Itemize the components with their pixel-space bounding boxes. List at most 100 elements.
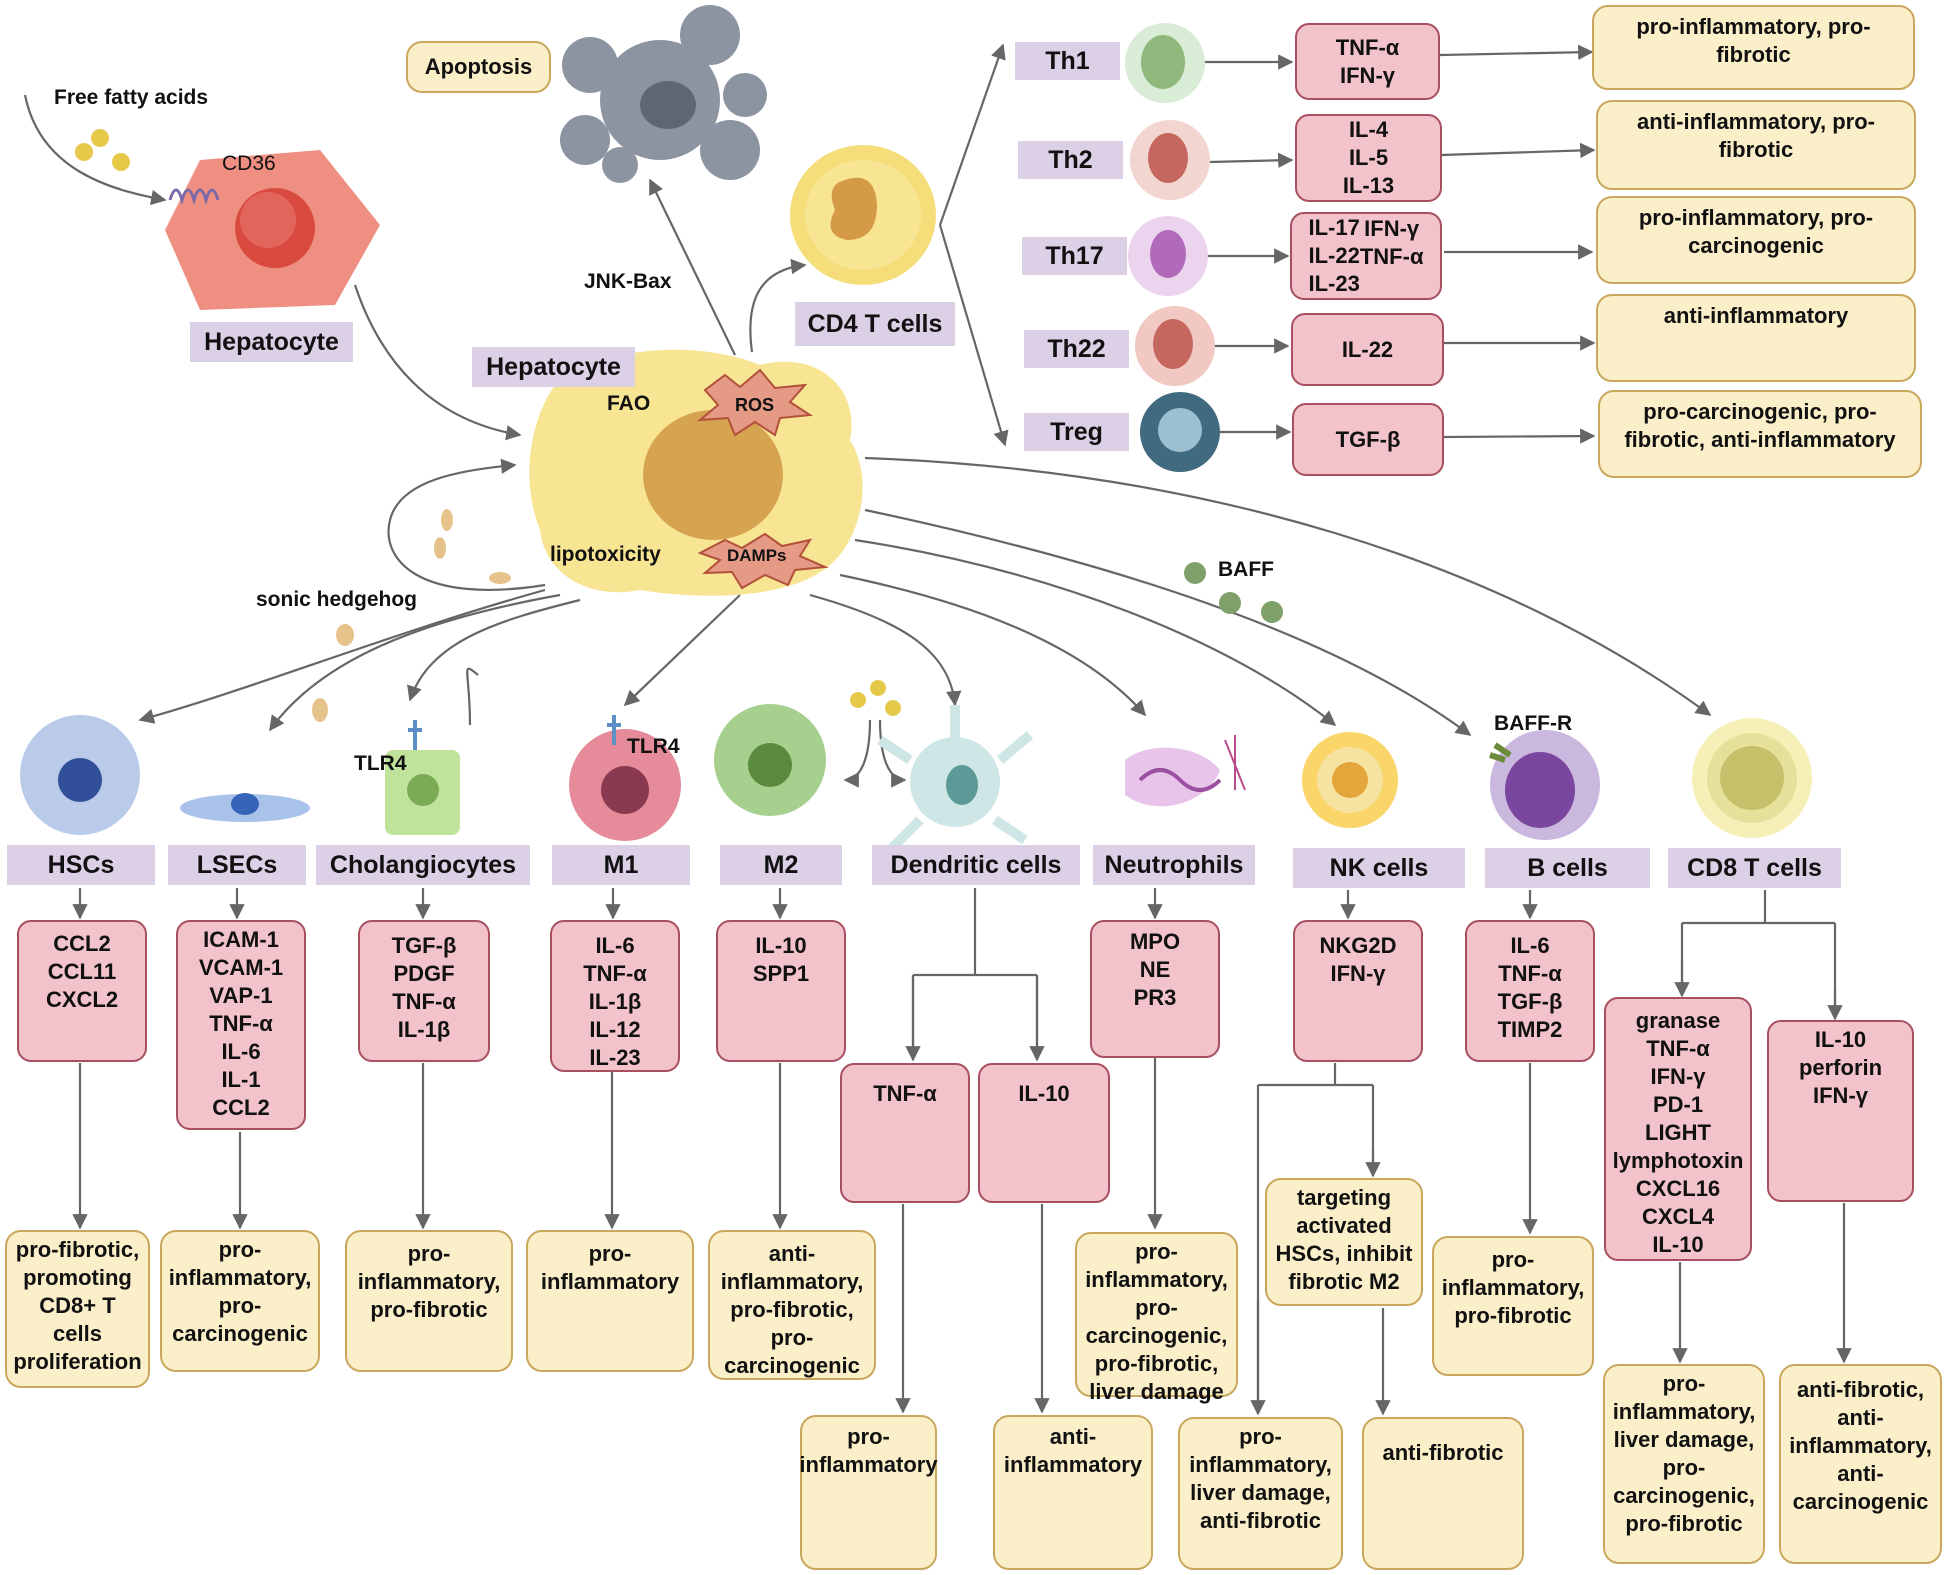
nk-cells-label: NK cells <box>1293 848 1465 888</box>
cd8-left-effect: pro- inflammatory, liver damage, pro- ca… <box>1603 1364 1765 1564</box>
marker: VCAM-1 <box>198 955 284 980</box>
cd8-right-effect: anti-fibrotic, anti- inflammatory, anti-… <box>1779 1364 1942 1564</box>
tlr4-cholangiocyte-label: TLR4 <box>354 752 407 775</box>
marker: LIGHT <box>1645 1120 1711 1145</box>
effect-text: pro-fibrotic, <box>15 1237 140 1262</box>
cytokine: TNF-α <box>1335 34 1400 60</box>
effect-text: pro-fibrotic, <box>730 1297 854 1322</box>
apoptosis-label: Apoptosis <box>424 54 533 79</box>
m1-label: M1 <box>552 845 690 885</box>
marker: CCL2 <box>53 931 111 956</box>
marker: TNF-α <box>209 1011 273 1036</box>
cd36-label: CD36 <box>222 152 276 175</box>
effect-text: inflammatory <box>799 1452 938 1477</box>
effect-text: inflammatory, <box>1085 1267 1228 1292</box>
effect-text: pro- <box>1662 1455 1706 1480</box>
cytokine: TNF-α <box>1359 244 1424 269</box>
effect-text: pro-fibrotic <box>370 1297 488 1322</box>
hscs-markers: CCL2 CCL11 CXCL2 <box>17 920 147 1062</box>
hepatocyte-center-label: Hepatocyte <box>472 347 635 387</box>
effect-text: anti- <box>1049 1424 1097 1449</box>
fatty-acid-particles <box>75 129 130 171</box>
m1-macrophage-icon <box>569 715 681 841</box>
cytokine: IL-17 <box>1308 215 1360 240</box>
cytokine: TGF-β <box>1335 426 1401 452</box>
lsecs-markers: ICAM-1 VCAM-1 VAP-1 TNF-α IL-6 IL-1 CCL2 <box>176 920 306 1130</box>
th1-cytokines: TNF-α IFN-γ <box>1295 23 1440 100</box>
th-cell-icons <box>1125 23 1220 472</box>
dendritic-il10-effect: anti- inflammatory <box>993 1415 1153 1570</box>
effect-text: carcinogenic <box>172 1321 308 1346</box>
effect-text: pro- <box>588 1241 632 1266</box>
th1-effect: pro-inflammatory, pro- fibrotic <box>1592 5 1915 90</box>
cytokine-col-right: IFN-γ TNF-α <box>1360 215 1424 271</box>
treg-label: Treg <box>1024 413 1129 451</box>
baff-label: BAFF <box>1218 558 1274 581</box>
hepatocyte-top-icon <box>165 150 380 310</box>
cholangiocytes-markers: TGF-β PDGF TNF-α IL-1β <box>358 920 490 1062</box>
cd4-t-cells-label: CD4 T cells <box>795 302 955 346</box>
th2-cytokines: IL-4 IL-5 IL-13 <box>1295 114 1442 202</box>
cd8-t-cells-label: CD8 T cells <box>1668 848 1841 888</box>
effect-text: inflammatory, <box>1189 1452 1332 1477</box>
effect-text: liver damage <box>1089 1379 1224 1404</box>
dendritic-particles <box>850 680 901 716</box>
marker: VAP-1 <box>209 983 273 1008</box>
marker: PD-1 <box>1652 1092 1704 1117</box>
cytokine: IL-5 <box>1348 145 1389 170</box>
marker: IL-12 <box>589 1017 641 1042</box>
marker: IL-10 <box>1652 1232 1704 1257</box>
effect-text: HSCs, inhibit <box>1275 1241 1413 1266</box>
effect-text: liver damage, <box>1613 1427 1755 1452</box>
nk-left-effect: pro- inflammatory, liver damage, anti-fi… <box>1178 1417 1343 1570</box>
fao-label: FAO <box>607 392 651 415</box>
effect-text: anti-inflammatory, pro- <box>1637 109 1875 134</box>
dendritic-il10-box: IL-10 <box>978 1063 1110 1203</box>
apoptosis-box: Apoptosis <box>406 41 551 93</box>
marker: CCL2 <box>212 1095 270 1120</box>
effect-text: anti- <box>768 1241 816 1266</box>
marker: IL-10 <box>1814 1027 1867 1052</box>
effect-text: pro- <box>218 1293 262 1318</box>
effect-text: pro-carcinogenic, pro- <box>1643 399 1877 424</box>
ros-star-icon <box>696 368 813 437</box>
effect-text: pro- <box>1491 1247 1535 1272</box>
effect-text: pro- <box>1135 1239 1178 1264</box>
b-cells-effect: pro- inflammatory, pro-fibrotic <box>1432 1236 1594 1376</box>
hscs-effect: pro-fibrotic, promoting CD8+ T cells pro… <box>5 1230 150 1388</box>
b-cell-icon <box>1489 730 1600 840</box>
th22-label: Th22 <box>1024 330 1129 368</box>
effect-text: fibrotic <box>1718 137 1794 162</box>
marker: CXCL2 <box>45 987 119 1012</box>
neutrophils-markers: MPO NE PR3 <box>1090 920 1220 1058</box>
ros-label: ROS <box>735 395 775 415</box>
marker: IL-1 <box>221 1067 261 1092</box>
dendritic-cell-icon <box>877 705 1034 854</box>
damps-star-icon <box>697 532 829 590</box>
marker: TNF-α <box>1646 1036 1710 1061</box>
baff-r-label: BAFF-R <box>1494 712 1573 735</box>
marker: SPP1 <box>752 961 810 986</box>
damps-label: DAMPs <box>727 546 787 565</box>
effect-text: inflammatory, <box>720 1269 864 1294</box>
nk-cell-icon <box>1302 732 1398 828</box>
effect-text: pro- <box>1135 1295 1178 1320</box>
effect-text: activated <box>1296 1213 1392 1238</box>
dendritic-tnf-box: TNF-α <box>840 1063 970 1203</box>
effect-text: carcinogenic, <box>1085 1323 1228 1348</box>
m1-markers: IL-6 TNF-α IL-1β IL-12 IL-23 <box>550 920 680 1072</box>
cytokine: IL-22 <box>1308 243 1360 268</box>
b-cells-markers: IL-6 TNF-α TGF-β TIMP2 <box>1465 920 1595 1062</box>
marker: IL-6 <box>595 933 635 958</box>
effect-text: carcinogenic <box>724 1353 860 1378</box>
nk-right-effect: anti-fibrotic <box>1362 1417 1524 1570</box>
marker: IL-6 <box>221 1039 261 1064</box>
th22-cytokines: IL-22 <box>1291 313 1444 386</box>
m2-effect: anti- inflammatory, pro-fibrotic, pro- c… <box>708 1230 876 1380</box>
cd8-t-cell-icon <box>1692 718 1812 838</box>
cd4-t-cell-icon <box>790 145 936 285</box>
marker: TNF-α <box>873 1081 937 1106</box>
hsc-icon <box>20 715 140 835</box>
m2-macrophage-icon <box>714 704 826 816</box>
